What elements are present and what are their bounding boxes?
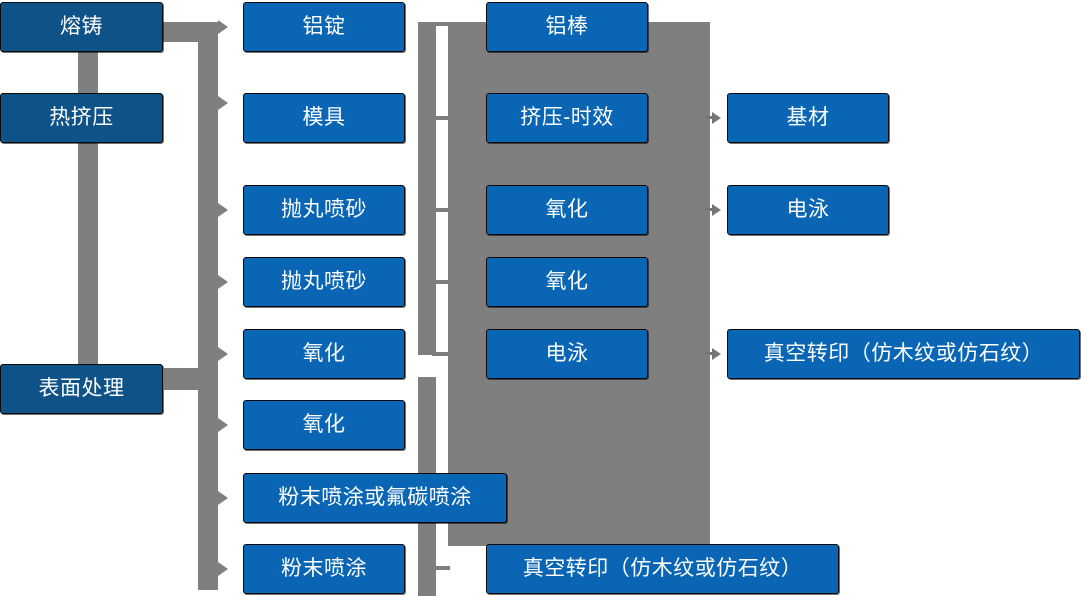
- stage-box-melt-cast[interactable]: 熔铸: [0, 2, 163, 52]
- process-box-oxidation-2[interactable]: 氧化: [243, 400, 405, 450]
- process-box-vacuum-transfer-1[interactable]: 真空转印（仿木纹或仿石纹）: [486, 544, 839, 594]
- connector-stem-electrophoresis-2: [705, 208, 717, 211]
- fan-arrow-powder-or-fluorocarbon: [218, 491, 228, 505]
- process-box-oxidation-1-label: 氧化: [302, 342, 346, 366]
- process-box-oxidation-2-label: 氧化: [302, 413, 346, 437]
- fan-arrow-mold: [218, 96, 228, 110]
- process-box-electrophoresis-2[interactable]: 电泳: [727, 185, 889, 235]
- fan-arrow-oxidation-2: [218, 418, 228, 432]
- connector-arrow-electrophoresis-2: [712, 204, 721, 216]
- process-box-extrusion-aging[interactable]: 挤压-时效: [486, 93, 648, 143]
- process-box-oxidation-3[interactable]: 氧化: [486, 185, 648, 235]
- process-box-shot-blasting-1-label: 抛丸喷砂: [281, 198, 367, 222]
- process-box-powder-coating[interactable]: 粉末喷涂: [243, 544, 405, 594]
- process-box-oxidation-3-label: 氧化: [545, 198, 589, 222]
- process-box-base-material-label: 基材: [786, 106, 830, 130]
- connector-stem-vacuum-transfer-2: [705, 352, 717, 355]
- connector-mid-narrow-upper: [418, 22, 436, 355]
- fan-arrow-aluminum-ingot: [218, 20, 228, 34]
- connector-arrow-down-surface-treatment: [80, 332, 96, 342]
- connector-arrow-vacuum-transfer-2: [712, 348, 721, 360]
- process-box-shot-blasting-2[interactable]: 抛丸喷砂: [243, 257, 405, 307]
- connector-arrow-base-material: [712, 112, 721, 124]
- process-box-mold[interactable]: 模具: [243, 93, 405, 143]
- connector-fan-spine: [198, 22, 218, 590]
- process-box-extrusion-aging-label: 挤压-时效: [520, 106, 614, 130]
- stage-box-surface-treatment-label: 表面处理: [38, 377, 125, 401]
- process-box-aluminum-bar-label: 铝棒: [545, 15, 589, 39]
- connector-stub-oxidation-4: [432, 280, 450, 284]
- process-box-electrophoresis-1-label: 电泳: [545, 342, 589, 366]
- fan-arrow-shot-blasting-2: [218, 275, 228, 289]
- process-box-electrophoresis-2-label: 电泳: [786, 198, 830, 222]
- connector-stub-aluminum-bar: [432, 22, 450, 26]
- stage-box-hot-extrusion-label: 热挤压: [49, 106, 114, 130]
- connector-stem-base-material: [705, 116, 717, 119]
- process-box-shot-blasting-1[interactable]: 抛丸喷砂: [243, 185, 405, 235]
- process-box-mold-label: 模具: [302, 106, 346, 130]
- stage-box-melt-cast-label: 熔铸: [60, 15, 103, 39]
- process-box-shot-blasting-2-label: 抛丸喷砂: [281, 270, 367, 294]
- process-box-electrophoresis-1[interactable]: 电泳: [486, 329, 648, 379]
- process-box-aluminum-ingot-label: 铝锭: [302, 15, 346, 39]
- connector-stub-vacuum-transfer-1: [432, 566, 450, 570]
- stage-box-surface-treatment[interactable]: 表面处理: [0, 364, 163, 414]
- connector-stub-electrophoresis-1: [432, 352, 450, 356]
- process-box-oxidation-1[interactable]: 氧化: [243, 329, 405, 379]
- process-box-base-material[interactable]: 基材: [727, 93, 889, 143]
- connector-stub-oxidation-3: [432, 208, 450, 212]
- process-box-vacuum-transfer-2-label: 真空转印（仿木纹或仿石纹）: [763, 342, 1044, 366]
- process-box-powder-or-fluorocarbon[interactable]: 粉末喷涂或氟碳喷涂: [243, 473, 507, 523]
- process-box-oxidation-4[interactable]: 氧化: [486, 257, 648, 307]
- process-box-vacuum-transfer-1-label: 真空转印（仿木纹或仿石纹）: [522, 557, 803, 581]
- process-box-powder-or-fluorocarbon-label: 粉末喷涂或氟碳喷涂: [278, 486, 472, 510]
- fan-arrow-powder-coating: [218, 562, 228, 576]
- connector-arrow-down-hot-extrusion: [80, 72, 96, 82]
- connector-stub-extrusion-aging: [432, 116, 450, 120]
- process-box-aluminum-bar[interactable]: 铝棒: [486, 2, 648, 52]
- process-box-oxidation-4-label: 氧化: [545, 270, 589, 294]
- process-box-aluminum-ingot[interactable]: 铝锭: [243, 2, 405, 52]
- fan-arrow-shot-blasting-1: [218, 203, 228, 217]
- process-box-powder-coating-label: 粉末喷涂: [281, 557, 367, 581]
- fan-arrow-oxidation-1: [218, 347, 228, 361]
- stage-box-hot-extrusion[interactable]: 热挤压: [0, 93, 163, 143]
- connector-stem-surface-treatment: [164, 387, 204, 390]
- process-box-vacuum-transfer-2[interactable]: 真空转印（仿木纹或仿石纹）: [727, 329, 1080, 379]
